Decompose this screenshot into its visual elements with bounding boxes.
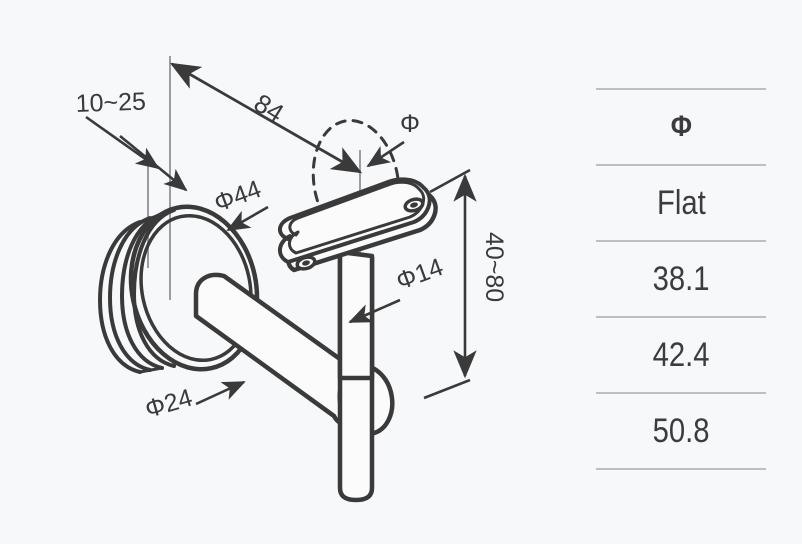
dimension-label-arm-diameter: Φ24 [142,384,196,424]
table-cell-value: Flat [656,183,706,222]
dimension-label-wall-gap: 10~25 [75,88,146,118]
table-header-phi: Φ [670,110,692,143]
table-cell-value: 38.1 [652,259,710,298]
dimension-leaders [85,62,405,406]
dimension-label-tube-diameter: Φ [400,110,420,138]
table-cell-value: 42.4 [652,335,710,374]
table-row-header: Φ [596,88,766,164]
table-row[interactable]: Flat [596,164,766,240]
diameter-options-table: Φ Flat 38.1 42.4 50.8 [596,88,766,470]
table-row[interactable]: 50.8 [596,392,766,470]
wall-flange [98,204,260,374]
dimension-label-arm-reach: 84 [249,88,289,129]
table-row[interactable]: 38.1 [596,240,766,316]
dimension-label-flange-diameter: Φ44 [210,175,265,218]
table-row[interactable]: 42.4 [596,316,766,392]
dimension-label-height-range: 40~80 [480,232,508,302]
saddle-plate [278,177,438,273]
height-dimension [423,168,477,400]
table-cell-value: 50.8 [652,411,710,450]
dimension-label-post-diameter: Φ14 [392,253,447,296]
